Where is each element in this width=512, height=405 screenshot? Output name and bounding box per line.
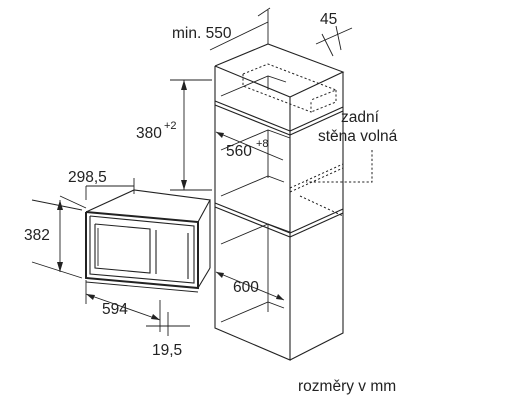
label-298-5: 298,5 — [68, 169, 107, 186]
label-560: 560 — [226, 143, 252, 160]
label-380: 380 — [136, 125, 162, 142]
label-560-tolerance: +8 — [256, 138, 269, 150]
label-382: 382 — [24, 227, 50, 244]
note-back-wall-line1: zadní — [341, 109, 380, 126]
dimension-lines — [31, 7, 353, 336]
label-min-550: min. 550 — [172, 25, 232, 42]
label-600: 600 — [233, 279, 259, 296]
note-units: rozměry v mm — [298, 378, 396, 395]
label-45: 45 — [320, 11, 337, 28]
label-380-tolerance: +2 — [164, 120, 177, 132]
note-back-wall-line2: stěna volná — [318, 128, 398, 145]
cabinet — [214, 43, 373, 361]
label-19-5: 19,5 — [152, 342, 182, 359]
appliance — [85, 189, 211, 293]
label-594: 594 — [102, 301, 128, 318]
